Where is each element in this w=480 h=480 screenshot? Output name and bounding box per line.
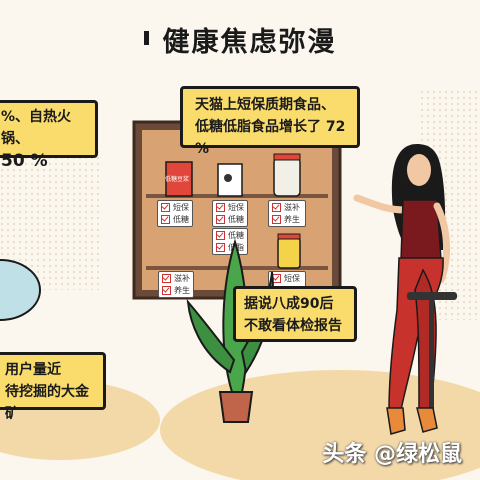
tag-top-left: 短保 低糖: [157, 200, 193, 227]
tag-text: 低糖: [228, 231, 244, 240]
tag-bottom-left: 滋补 养生: [158, 271, 194, 298]
bubble-bottom-left-line2: 待挖掘的大金矿: [5, 384, 89, 422]
tag-text: 养生: [284, 215, 300, 224]
bubble-right-line1: 据说八成90后: [244, 296, 334, 312]
chips-label: 低糖豆浆: [164, 176, 189, 183]
bubble-main-line1: 天猫上短保质期食品、: [195, 97, 335, 113]
title-mark-icon: [143, 31, 149, 45]
tag-text: 滋补: [174, 274, 190, 283]
bubble-main: 天猫上短保质期食品、 低糖低脂食品增长了 72 %: [180, 86, 360, 157]
tag-text: 养生: [174, 286, 190, 295]
bubble-right: 据说八成90后 不敢看体检报告: [233, 286, 357, 342]
tag-text: 短保: [228, 203, 244, 212]
watermark: 头条 @绿松鼠: [322, 442, 462, 467]
bubble-top-left-line2: 50 %: [1, 151, 48, 171]
bubble-bottom-left: 用户量近 待挖掘的大金矿: [0, 352, 106, 422]
bubble-top-left: %、自热火锅、 50 %: [0, 100, 98, 171]
tag-top-mid: 短保 低糖: [212, 200, 248, 227]
bubble-bottom-left-line1: 用户量近: [5, 362, 61, 378]
tag-text: 短保: [173, 203, 189, 212]
bubble-right-line2: 不敢看体检报告: [244, 318, 342, 334]
woman-illustration: [353, 144, 457, 435]
tag-text: 低糖: [228, 215, 244, 224]
page-title: 健康焦虑弥漫: [0, 20, 480, 59]
title-text: 健康焦虑弥漫: [162, 27, 337, 58]
bubble-top-left-line1: %、自热火锅、: [1, 109, 72, 147]
tag-text: 低糖: [173, 215, 189, 224]
tag-text: 滋补: [284, 203, 300, 212]
tag-top-right: 滋补 养生: [268, 200, 306, 227]
tag-text: 短保: [284, 274, 300, 283]
bubble-main-line2: 低糖低脂食品增长了 72 %: [195, 119, 346, 157]
